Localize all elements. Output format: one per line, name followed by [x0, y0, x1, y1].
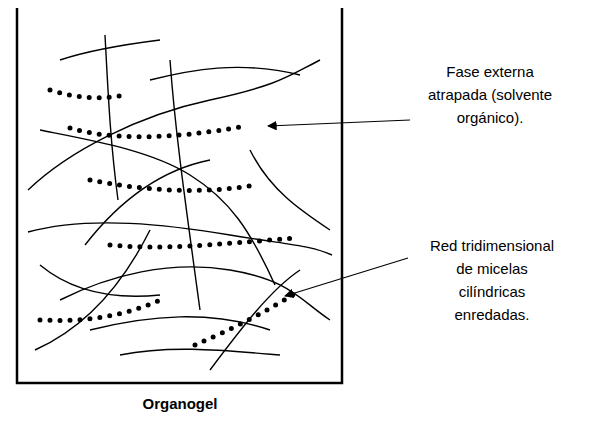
- figure-caption-text: Organogel: [142, 395, 217, 412]
- leader-arrow: [285, 258, 408, 296]
- leader-arrow: [268, 120, 410, 126]
- container: [17, 8, 342, 383]
- callout-label-text: Fase externa atrapada (solvente orgánico…: [428, 63, 552, 126]
- figure-caption: Organogel: [80, 392, 280, 415]
- callout-label-text: Red tridimensional de micelas cilíndrica…: [430, 237, 554, 323]
- micelle-network: [28, 35, 332, 370]
- solvent-dots: [40, 90, 300, 345]
- callout-label: Red tridimensional de micelas cilíndrica…: [422, 234, 562, 326]
- callout-label: Fase externa atrapada (solvente orgánico…: [420, 60, 560, 129]
